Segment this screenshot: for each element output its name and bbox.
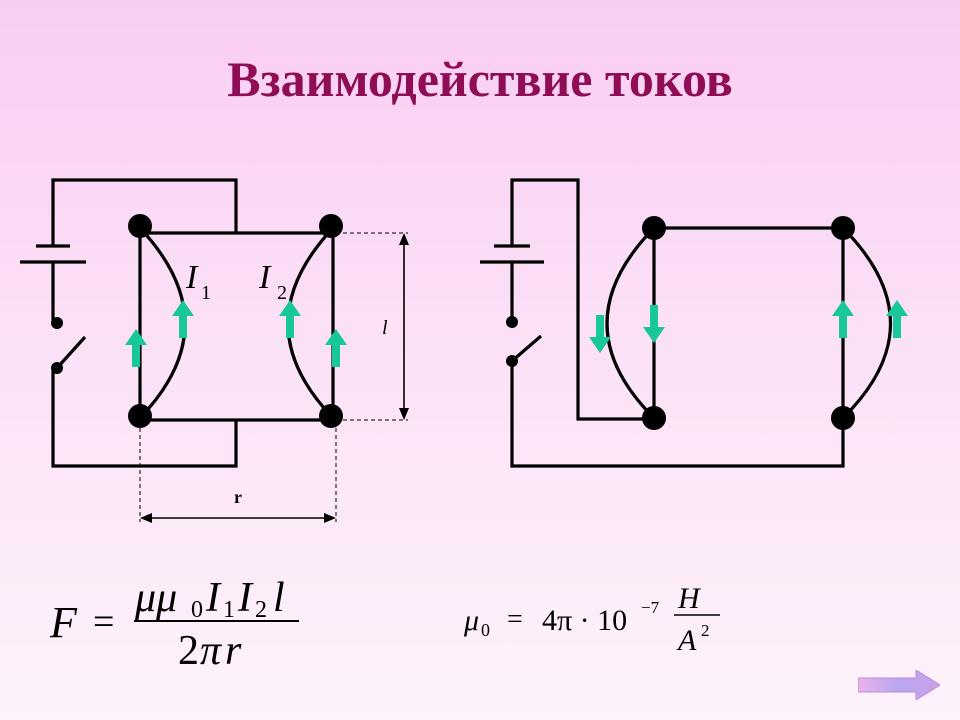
current-arrows-right xyxy=(589,300,908,353)
current-arrow-up-icon xyxy=(886,300,908,338)
node2-right-top xyxy=(831,216,855,240)
formula-mu0: μ 0 = 4π · 10 −7 H A 2 xyxy=(463,582,720,657)
mu0-mu: μ xyxy=(463,604,479,637)
current-arrow-down-icon xyxy=(589,315,611,353)
current-arrows-left xyxy=(125,300,347,367)
current-arrow-up-icon xyxy=(172,300,194,338)
node-left-bottom xyxy=(128,404,152,428)
next-slide-button[interactable] xyxy=(857,669,941,701)
node2-left-top xyxy=(642,216,666,240)
label-current1: I xyxy=(185,259,199,296)
node2-left-bottom xyxy=(642,406,666,430)
formula-pi: π xyxy=(200,628,222,674)
mu0-sub: 0 xyxy=(481,620,490,640)
current-arrow-up-icon xyxy=(125,329,147,367)
current-arrow-up-icon xyxy=(832,300,854,338)
right-supply-wire xyxy=(510,178,654,421)
wire1-curved xyxy=(138,226,187,420)
arrow-right-icon xyxy=(857,669,941,701)
formula-I1-sub: 1 xyxy=(223,597,235,623)
label-distance: r xyxy=(234,487,242,507)
node-left-top xyxy=(128,214,152,238)
formula-two: 2 xyxy=(178,628,199,674)
distance-arrowhead-right xyxy=(324,513,336,523)
mu0-unit-num: H xyxy=(677,582,702,615)
left-circuit: I 1 I 2 l r xyxy=(20,178,409,523)
formula-mu-sub0: 0 xyxy=(191,597,203,623)
formula-r: r xyxy=(225,628,242,674)
label-length: l xyxy=(382,317,388,339)
node-right-top xyxy=(319,214,343,238)
mu0-unit-den: A xyxy=(676,624,697,657)
formula-mu-mu: μμ xyxy=(134,575,177,621)
mu0-exponent: −7 xyxy=(641,598,660,617)
mu0-unit-den-exp: 2 xyxy=(701,621,710,640)
node2-right-bottom xyxy=(831,406,855,430)
wire3-curved xyxy=(605,226,656,420)
right-circuit xyxy=(480,178,908,468)
node-right-bottom xyxy=(319,404,343,428)
formula-I2: I xyxy=(237,575,254,621)
label-current2-sub: 2 xyxy=(277,282,287,304)
wire2-curved xyxy=(286,226,335,420)
switch2-blade xyxy=(510,334,543,363)
mu0-equals: = xyxy=(507,604,523,635)
formula-force: F = μμ 0 I 1 I 2 l 2 π r xyxy=(49,575,299,674)
left-return-wire xyxy=(51,368,238,468)
mu0-value: 4π · 10 xyxy=(542,604,627,637)
length-arrowhead-bottom xyxy=(399,408,409,420)
right-return-wire xyxy=(510,361,845,468)
label-current1-sub: 1 xyxy=(201,282,211,304)
wire4-curved xyxy=(841,226,893,420)
label-current2: I xyxy=(258,259,272,296)
slide-title: Взаимодействие токов xyxy=(227,51,733,107)
formula-F: F xyxy=(49,598,78,647)
switch-contact-top xyxy=(51,317,63,329)
formula-l: l xyxy=(273,575,285,621)
current-arrow-up-icon xyxy=(325,329,347,367)
switch2-contact-top xyxy=(506,316,518,328)
switch-blade xyxy=(55,335,87,370)
current-arrow-down-icon xyxy=(643,305,665,343)
formula-equals: = xyxy=(93,601,114,643)
formula-I2-sub: 2 xyxy=(255,597,267,623)
left-supply-wire xyxy=(51,178,238,245)
distance-arrowhead-left xyxy=(140,513,152,523)
current-arrow-up-icon xyxy=(279,300,301,338)
length-arrowhead-top xyxy=(399,233,409,245)
formula-I1: I xyxy=(205,575,222,621)
